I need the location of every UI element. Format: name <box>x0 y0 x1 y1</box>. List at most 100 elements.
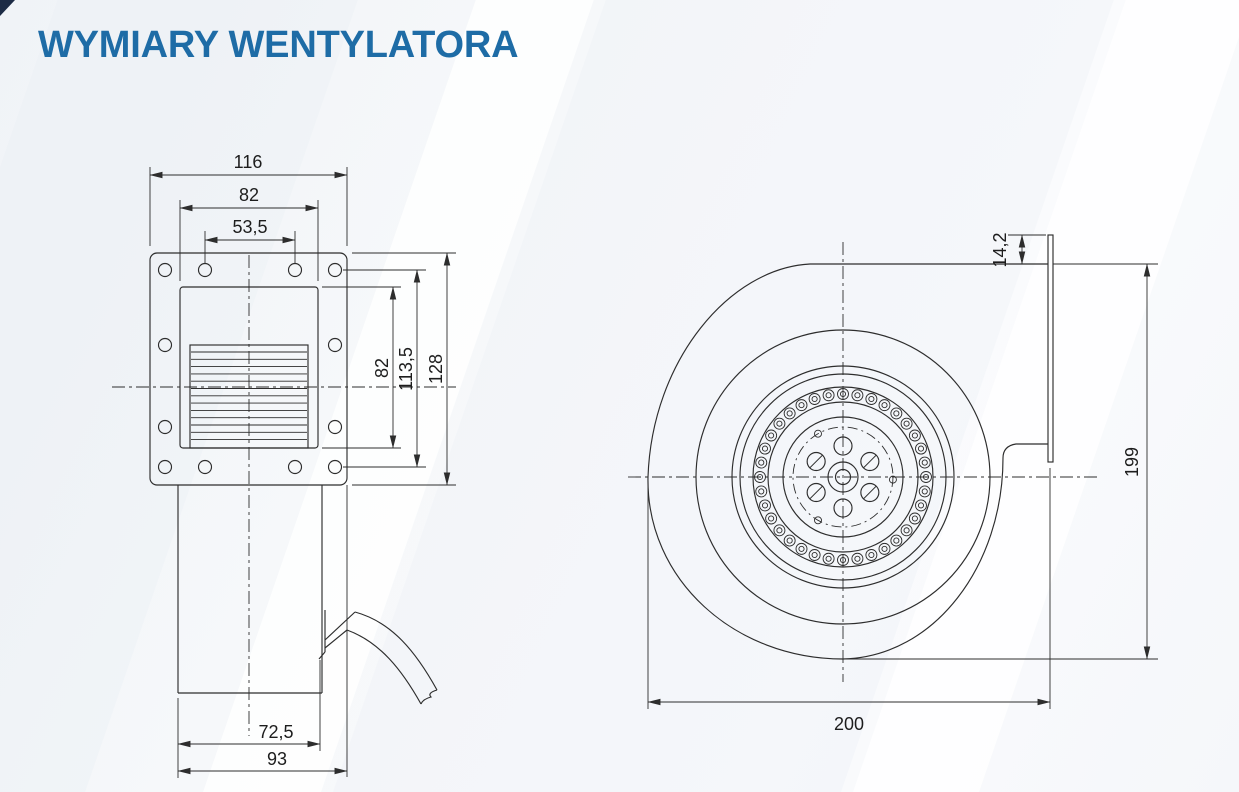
dim-total-width: 116 <box>149 152 348 246</box>
screw-slot <box>809 485 823 500</box>
blade-cup <box>915 442 927 455</box>
mounting-hole <box>287 262 303 278</box>
blade-cup <box>808 549 821 561</box>
blade-cup <box>908 512 921 525</box>
blade-cup <box>759 442 771 455</box>
blade-cup-inner <box>825 392 832 399</box>
dim-base-total-width: 93 <box>177 749 348 778</box>
dim-scroll-width: 200 <box>647 468 1051 734</box>
blade-cup <box>783 407 796 420</box>
mounting-hole <box>327 419 343 435</box>
cable-gland <box>318 610 356 660</box>
blade-cup-inner <box>758 488 765 495</box>
blade-cup-inner <box>903 420 910 427</box>
dim-inner-width: 82 <box>179 185 319 281</box>
power-cable <box>346 611 438 705</box>
dim-label-base-total-width: 93 <box>267 749 287 769</box>
dim-opening-height: 82 <box>322 286 401 449</box>
mounting-hole <box>327 459 343 475</box>
blade-cup <box>900 417 913 430</box>
mounting-hole <box>197 459 213 475</box>
mounting-hole <box>157 459 173 475</box>
blade-cup <box>755 485 768 498</box>
blade-cup-inner <box>911 432 918 439</box>
screw-slot <box>863 485 877 500</box>
mounting-hole <box>327 262 343 278</box>
motor-body <box>177 485 323 694</box>
blade-cup-inner <box>868 551 875 559</box>
blade-cup-inner <box>881 545 888 552</box>
blade-cup <box>773 417 786 430</box>
mounting-holes <box>157 262 343 475</box>
blade-cup-inner <box>854 392 861 399</box>
blade-cup-inner <box>917 502 925 509</box>
screw-head <box>806 482 826 503</box>
blade-cup <box>900 524 913 537</box>
dim-label-scroll-height: 199 <box>1122 447 1142 477</box>
dim-scroll-height: 199 <box>1122 263 1151 660</box>
blade-cup-inner <box>921 488 928 495</box>
blade-cup-inner <box>903 527 910 534</box>
mounting-hole <box>327 337 343 353</box>
blade-cup-inner <box>921 459 928 466</box>
blade-cup <box>908 429 921 442</box>
blade-cup <box>851 389 864 402</box>
blade-cup <box>918 456 931 469</box>
blade-cup-inner <box>768 515 775 522</box>
mounting-hole <box>287 459 303 475</box>
blade-cup <box>765 429 778 442</box>
dim-label-scroll-width: 200 <box>834 714 864 734</box>
blade-cup <box>755 456 768 469</box>
dim-label-inner-width: 82 <box>239 185 259 205</box>
blade-cup-inner <box>825 555 832 562</box>
flange-outline <box>149 252 348 486</box>
cable-break-symbol <box>420 689 438 705</box>
dim-label-base-inner-width: 72,5 <box>258 722 293 742</box>
front-view: 116 82 53,5 82 113,5 <box>112 152 456 778</box>
screw-slot <box>863 454 877 469</box>
blade-cup <box>773 524 786 537</box>
volute-outline <box>647 263 1048 660</box>
blade-cup-inner <box>911 515 918 522</box>
blade-cup <box>851 552 864 565</box>
rivet-hole <box>814 516 822 525</box>
blade-cup-inner <box>798 545 805 552</box>
dim-hole-pitch-vertical: 113,5 <box>343 269 426 468</box>
blade-cup <box>759 499 771 512</box>
blade-cup-inner <box>786 410 793 417</box>
side-view: 14,2 199 200 <box>628 232 1158 734</box>
dim-label-hole-pitch-h: 53,5 <box>232 217 267 237</box>
screw-slot <box>809 454 823 469</box>
rivet-hole <box>814 429 822 438</box>
screw-head <box>806 451 826 472</box>
outlet-flange <box>1047 234 1054 463</box>
blade-cup-inner <box>893 410 900 417</box>
mounting-hole <box>157 419 173 435</box>
blade-cup-inner <box>758 459 765 466</box>
blade-cup-inner <box>798 402 805 409</box>
blade-cup-inner <box>761 502 769 509</box>
screw-head <box>860 482 880 503</box>
blade-cup <box>878 399 891 412</box>
blade-cup-inner <box>893 537 900 544</box>
dim-label-hole-pitch-v: 113,5 <box>396 347 416 391</box>
blade-cup <box>822 552 835 565</box>
mounting-hole <box>197 262 213 278</box>
blade-cup <box>865 393 878 405</box>
blade-cup-inner <box>868 395 875 403</box>
mounting-hole <box>157 337 173 353</box>
blade-cup-inner <box>881 402 888 409</box>
blade-cup <box>783 534 796 547</box>
blade-cup <box>890 534 903 547</box>
blade-cup <box>890 407 903 420</box>
blade-cup <box>822 389 835 402</box>
dim-label-total-height: 128 <box>426 354 446 384</box>
blade-cup-inner <box>761 445 769 452</box>
blade-cup <box>918 485 931 498</box>
rivet-hole <box>888 475 897 484</box>
blade-cup-inner <box>776 420 783 427</box>
mounting-hole <box>157 262 173 278</box>
dim-base-inner-width: 72,5 <box>177 660 321 751</box>
dim-label-flange-lip: 14,2 <box>990 232 1010 267</box>
